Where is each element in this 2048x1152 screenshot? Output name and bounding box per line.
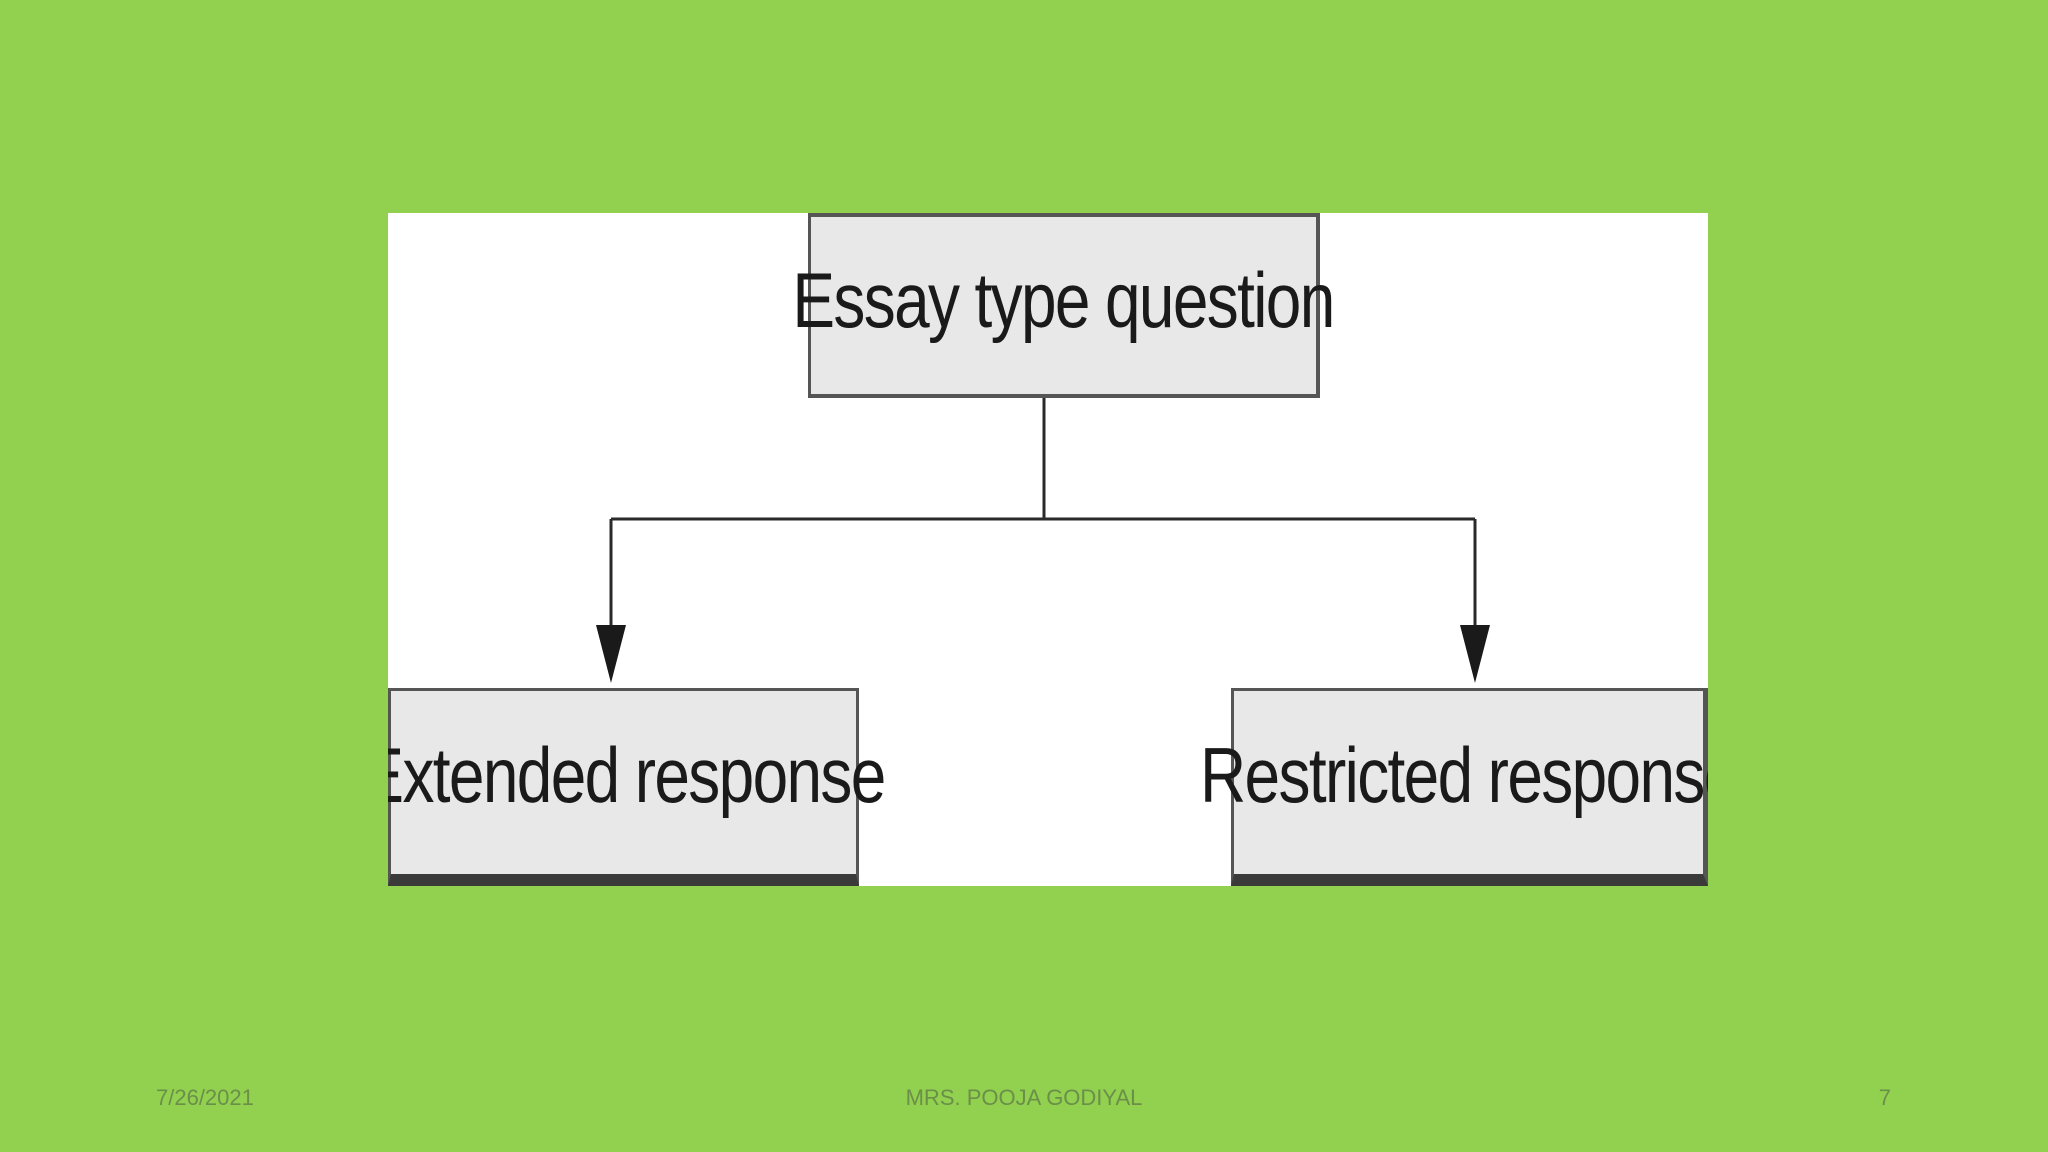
- node-right-label: Restricted response: [1199, 731, 1708, 819]
- arrowhead-right: [1460, 625, 1490, 683]
- diagram-connectors: [596, 398, 1490, 683]
- footer-page-number: 7: [1878, 1085, 1891, 1110]
- footer-date: 7/26/2021: [156, 1085, 254, 1110]
- node-root-label: Essay type question: [792, 256, 1336, 344]
- node-essay-type-question: Essay type question: [793, 213, 1336, 398]
- diagram-image: Essay type question Extended response Re…: [388, 213, 1708, 886]
- node-extended-response: Extended response: [388, 688, 887, 886]
- footer-author: MRS. POOJA GODIYAL: [905, 1085, 1143, 1110]
- node-left-label: Extended response: [388, 731, 887, 819]
- node-restricted-response: Restricted response: [1200, 688, 1708, 886]
- arrowhead-left: [596, 625, 626, 683]
